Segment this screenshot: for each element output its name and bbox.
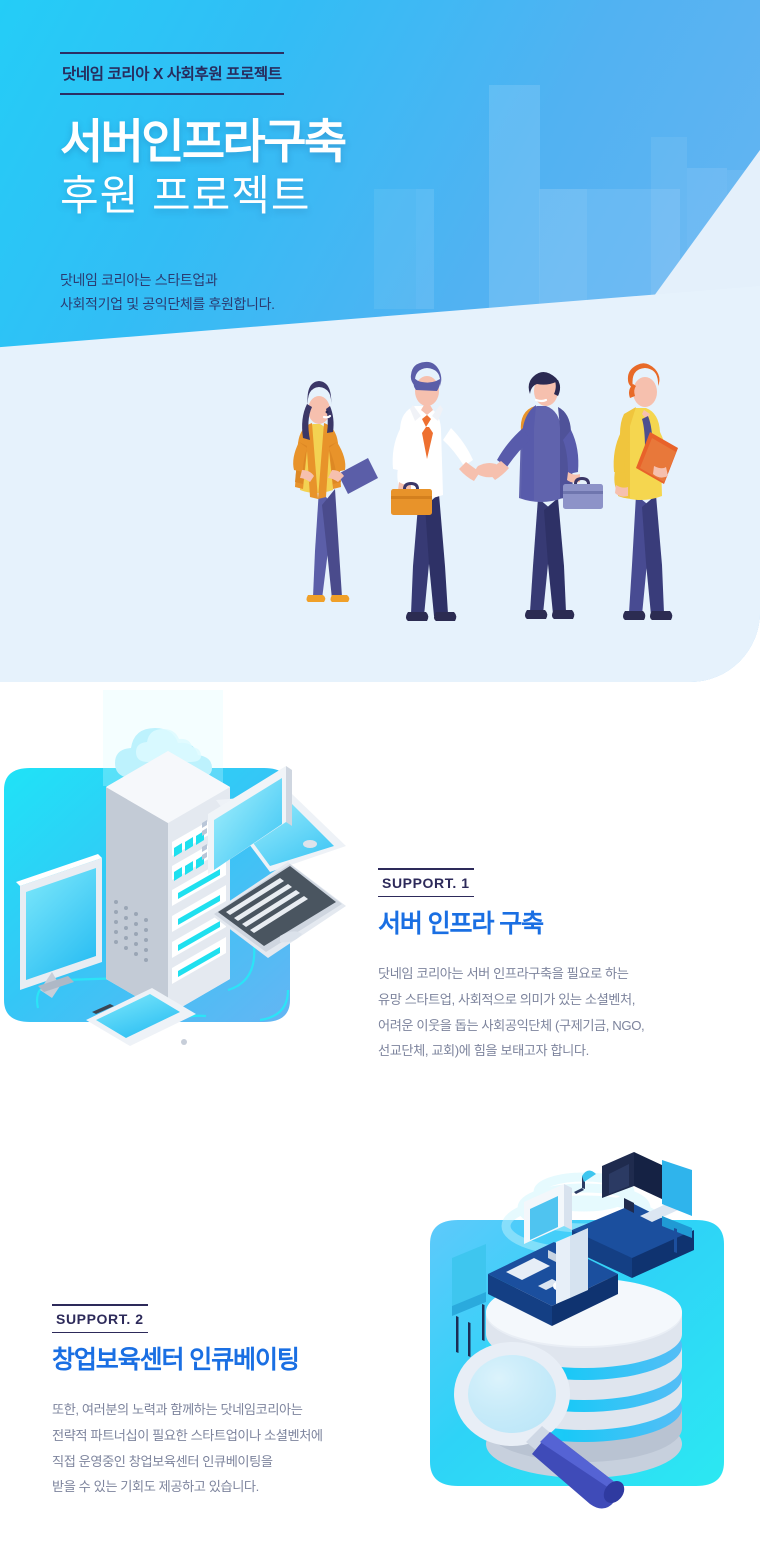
support-1-heading: 서버 인프라 구축 bbox=[378, 910, 544, 939]
smartphone bbox=[86, 988, 196, 1046]
hero-banner: 닷네임 코리아 X 사회후원 프로젝트 서버인프라구축 후원 프로젝트 닷네임 … bbox=[0, 0, 760, 682]
support-1-body-line: 유망 스타트업, 사회적으로 의미가 있는 소셜벤처, bbox=[378, 991, 635, 1007]
support-1-label-block: SUPPORT. 1 bbox=[378, 868, 474, 898]
support-1-body-line: 어려운 이웃을 돕는 사회공익단체 (구제기금, NGO, bbox=[378, 1017, 645, 1033]
tagline-rule-top bbox=[60, 52, 284, 54]
support-2-heading: 창업보육센터 인큐베이팅 bbox=[52, 1346, 300, 1375]
hero-title-line2: 후원 프로젝트 bbox=[60, 171, 311, 219]
support-2-label-block: SUPPORT. 2 bbox=[52, 1304, 148, 1334]
person-man-purple-suit bbox=[475, 371, 603, 619]
hero-tagline: 닷네임 코리아 X 사회후원 프로젝트 bbox=[62, 66, 282, 83]
business-people-illustration bbox=[293, 361, 678, 621]
support-2-body-line: 전략적 파트너십이 필요한 스타트업이나 소셜벤처에 bbox=[52, 1427, 323, 1443]
person-woman-laptop bbox=[293, 381, 378, 602]
support-section-2: SUPPORT. 2 창업보육센터 인큐베이팅 또한, 여러분의 노력과 함께하… bbox=[0, 1112, 760, 1568]
support-2-body-line: 받을 수 있는 기회도 제공하고 있습니다. bbox=[52, 1479, 259, 1495]
support-1-label: SUPPORT. 1 bbox=[382, 874, 470, 891]
monitor bbox=[16, 854, 102, 998]
laptop bbox=[208, 766, 346, 958]
support-1-body-line: 선교단체, 교회)에 힘을 보태고자 합니다. bbox=[378, 1043, 589, 1059]
hero-content: 닷네임 코리아 X 사회후원 프로젝트 서버인프라구축 후원 프로젝트 닷네임 … bbox=[60, 52, 347, 317]
tagline-rule-bottom bbox=[60, 93, 284, 95]
hero-tagline-block: 닷네임 코리아 X 사회후원 프로젝트 bbox=[60, 52, 284, 95]
support-2-text-block: SUPPORT. 2 창업보육센터 인큐베이팅 또한, 여러분의 노력과 함께하… bbox=[52, 1304, 432, 1500]
server-infrastructure-illustration bbox=[4, 690, 346, 1046]
support-2-body-line: 또한, 여러분의 노력과 함께하는 닷네임코리아는 bbox=[52, 1402, 303, 1418]
support-2-label: SUPPORT. 2 bbox=[56, 1310, 144, 1327]
support-1-text-block: SUPPORT. 1 서버 인프라 구축 닷네임 코리아는 서버 인프라구축을 … bbox=[378, 868, 738, 1064]
incubating-database-illustration bbox=[430, 1152, 724, 1509]
support-1-rule-bottom bbox=[378, 895, 474, 898]
support-section-1: SUPPORT. 1 서버 인프라 구축 닷네임 코리아는 서버 인프라구축을 … bbox=[0, 682, 760, 1112]
support-2-body: 또한, 여러분의 노력과 함께하는 닷네임코리아는 전략적 파트너십이 필요한 … bbox=[52, 1397, 432, 1500]
hero-title-line1: 서버인프라구축 bbox=[60, 115, 347, 168]
support-1-body-line: 닷네임 코리아는 서버 인프라구축을 필요로 하는 bbox=[378, 966, 629, 982]
support-2-rule-bottom bbox=[52, 1331, 148, 1334]
magnifier-icon bbox=[454, 1342, 625, 1509]
office-workspace bbox=[452, 1152, 694, 1357]
support-2-rule-top bbox=[52, 1304, 148, 1306]
hero-subtitle-line2: 사회적기업 및 공익단체를 후원합니다. bbox=[60, 296, 275, 313]
support-1-rule-top bbox=[378, 868, 474, 870]
support-2-body-line: 직접 운영중인 창업보육센터 인큐베이팅을 bbox=[52, 1453, 273, 1469]
hero-subtitle-line1: 닷네임 코리아는 스타트업과 bbox=[60, 272, 218, 289]
support-1-body: 닷네임 코리아는 서버 인프라구축을 필요로 하는 유망 스타트업, 사회적으로… bbox=[378, 961, 738, 1064]
hero-subtitle: 닷네임 코리아는 스타트업과 사회적기업 및 공익단체를 후원합니다. bbox=[60, 268, 344, 316]
person-man-yellow-shirt bbox=[613, 363, 678, 620]
person-man-white-shirt bbox=[391, 361, 480, 621]
